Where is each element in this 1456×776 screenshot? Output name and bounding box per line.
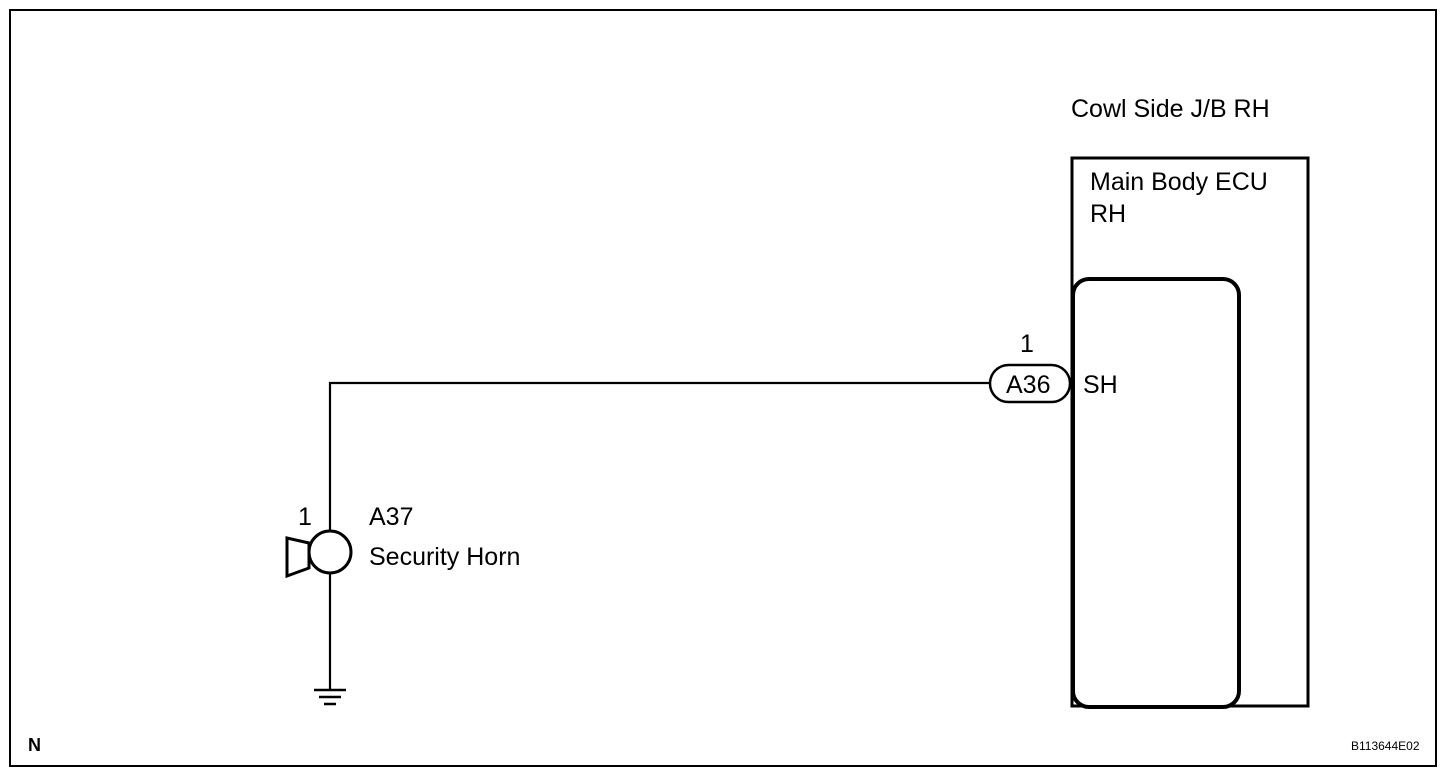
figure-id: B113644E02 <box>1351 739 1420 753</box>
ecu-label-line2: RH <box>1090 200 1126 228</box>
horn-code: A37 <box>369 503 413 531</box>
ground-icon <box>314 688 346 706</box>
terminal-sh-label: SH <box>1083 371 1118 399</box>
connector-a36-code: A36 <box>1006 371 1050 399</box>
connector-a36 <box>988 363 1072 404</box>
connector-a36-pin: 1 <box>1020 330 1034 358</box>
signal-wire <box>328 381 990 532</box>
horn-name: Security Horn <box>369 543 520 571</box>
junction-block-label: Cowl Side J/B RH <box>1071 95 1270 123</box>
footer-left-mark: N <box>28 735 41 755</box>
ecu-internal-circuit <box>1071 277 1241 709</box>
security-horn-icon <box>285 529 353 579</box>
horn-pin: 1 <box>298 503 312 531</box>
diagram-frame <box>9 9 1437 767</box>
ecu-label-line1: Main Body ECU <box>1090 168 1268 196</box>
